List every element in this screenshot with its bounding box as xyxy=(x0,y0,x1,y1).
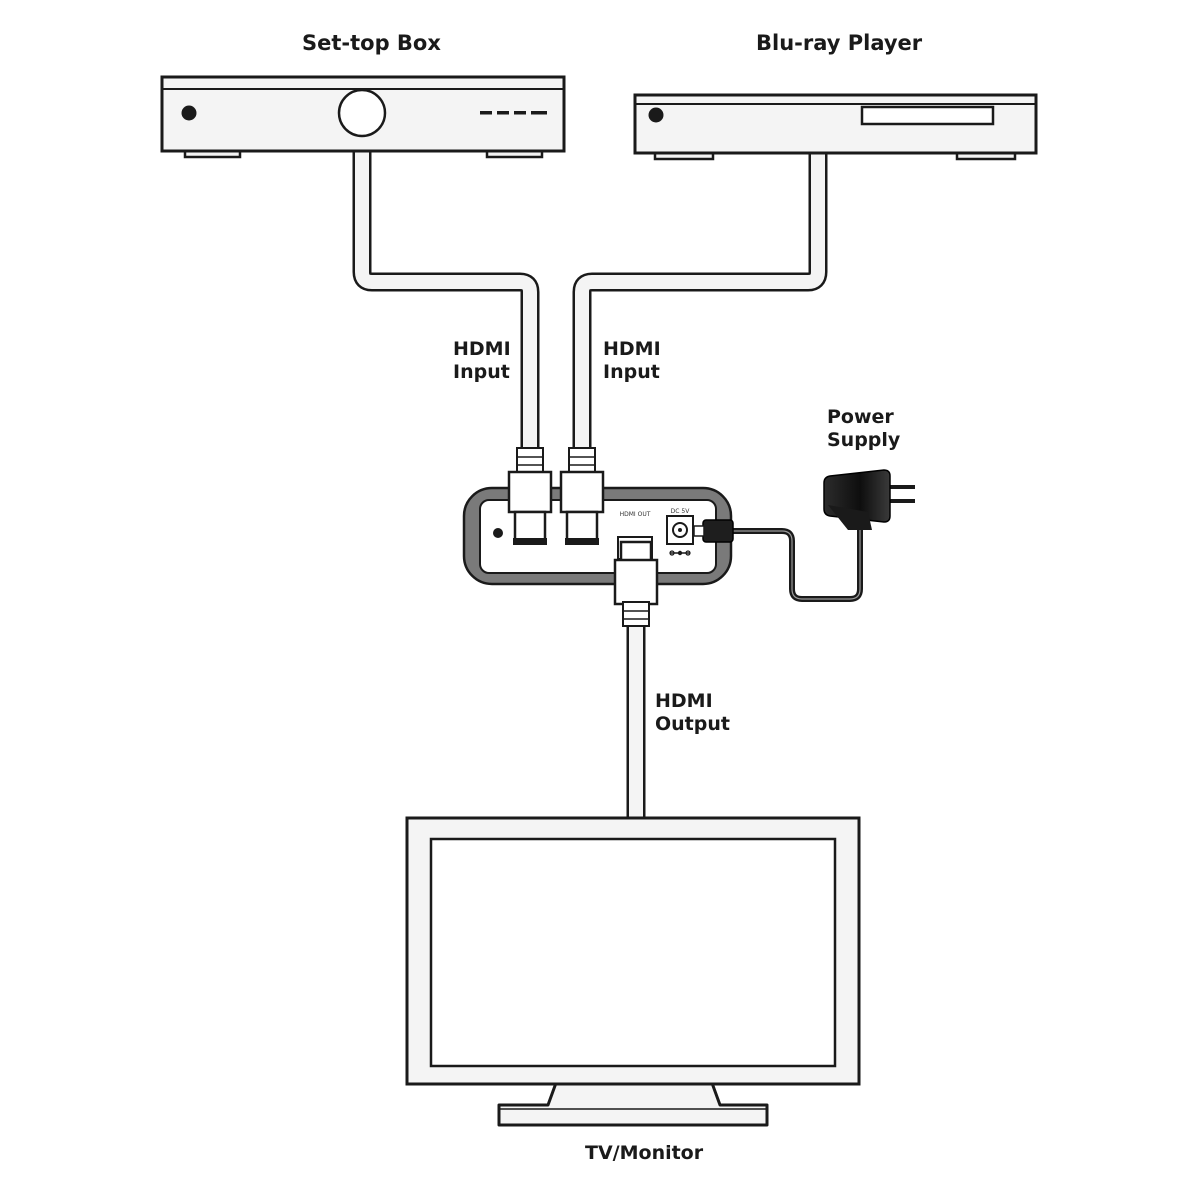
hdmi-input-left-line2: Input xyxy=(453,361,510,383)
hdmi-output-line2: Output xyxy=(655,713,730,735)
hdmi-cable-set-top-box xyxy=(352,152,540,452)
dial-knob-icon xyxy=(337,88,387,138)
power-supply-line1: Power xyxy=(827,406,894,428)
bluray-player-device xyxy=(633,93,1038,161)
dc-plug-icon xyxy=(702,519,734,543)
hdmi-plug-input-right xyxy=(559,447,605,545)
disc-tray-icon xyxy=(860,105,995,126)
dc-port-label: DC 5V xyxy=(671,508,691,515)
power-supply-label: Power Supply xyxy=(827,406,900,452)
tv-stand-icon xyxy=(497,1081,769,1127)
hdmi-cable-bluray-player xyxy=(572,152,828,452)
power-button-icon xyxy=(181,105,197,121)
hdmi-plug-input-left xyxy=(507,447,553,545)
polarity-icon xyxy=(669,550,691,556)
power-supply-line2: Supply xyxy=(827,429,901,451)
tv-screen xyxy=(429,837,837,1068)
dc-power-port-icon xyxy=(666,515,694,545)
hdmi-output-label: HDMI Output xyxy=(655,690,730,736)
bluray-player-label: Blu-ray Player xyxy=(756,31,923,55)
hdmi-plug-output xyxy=(613,540,659,627)
tv-monitor-device xyxy=(405,816,861,1127)
tv-monitor-label: TV/Monitor xyxy=(585,1142,704,1164)
hdmi-input-left-label: HDMI Input xyxy=(453,338,511,384)
ir-sensor-icon xyxy=(493,528,503,538)
power-adapter-icon xyxy=(823,469,915,530)
hdmi-input-right-label: HDMI Input xyxy=(603,338,661,384)
dc-power-cable xyxy=(693,519,863,602)
hdmi-input-right-line2: Input xyxy=(603,361,660,383)
hdmi-input-left-line1: HDMI xyxy=(453,338,511,360)
set-top-box-device xyxy=(160,75,566,159)
set-top-box-label: Set-top Box xyxy=(302,31,441,55)
hdmi-out-port-label: HDMI OUT xyxy=(620,511,651,518)
power-button-icon xyxy=(648,107,664,123)
hdmi-input-right-line1: HDMI xyxy=(603,338,661,360)
hdmi-output-line1: HDMI xyxy=(655,690,713,712)
